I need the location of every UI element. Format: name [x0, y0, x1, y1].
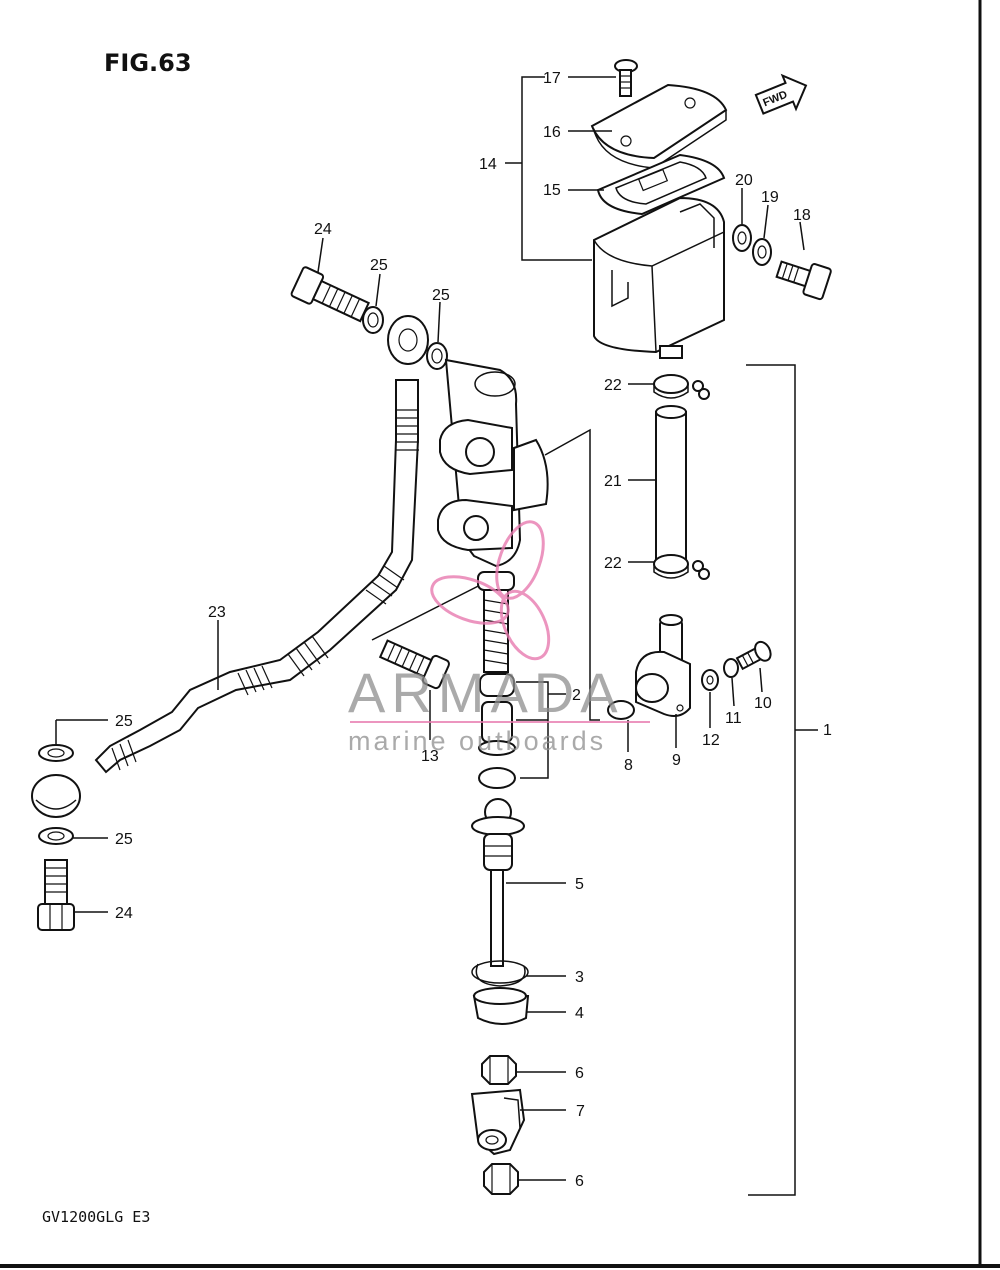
washer-25-b — [426, 342, 448, 370]
bolt-13 — [378, 639, 450, 690]
watermark-tagline: marine outboards — [348, 726, 606, 756]
master-cylinder-body — [437, 358, 549, 568]
model-code: GV1200GLG E3 — [42, 1208, 150, 1226]
bracket-1 — [746, 364, 796, 1196]
callout-5: 5 — [575, 876, 584, 893]
callout-25-c: 25 — [115, 713, 133, 730]
callout-10: 10 — [754, 695, 772, 712]
callout-16: 16 — [543, 124, 561, 141]
callout-14: 14 — [479, 156, 497, 173]
union-fitting-9 — [635, 614, 691, 717]
bolt-18 — [775, 260, 832, 301]
screw-10 — [735, 640, 772, 671]
washer-25-c — [38, 744, 74, 762]
banjo-bolt-24-top — [290, 266, 370, 323]
callout-21: 21 — [604, 473, 622, 490]
callout-25-d: 25 — [115, 831, 133, 848]
callout-24-top: 24 — [314, 221, 332, 238]
nut-6-lower — [483, 1163, 519, 1195]
banjo-fitting-top — [387, 315, 429, 365]
brake-hose-23 — [94, 379, 419, 774]
leader-lines — [55, 76, 805, 1181]
callout-9: 9 — [672, 752, 681, 769]
washer-19 — [752, 238, 772, 266]
reservoir-hose-21 — [655, 405, 687, 561]
push-rod-5 — [471, 798, 525, 967]
circlip-3 — [471, 960, 529, 987]
watermark-brand: ARMADA — [348, 661, 624, 724]
callout-11: 11 — [725, 710, 742, 727]
callout-20: 20 — [735, 172, 753, 189]
leader-cylinder-body — [544, 428, 600, 721]
fwd-arrow-icon: FWD — [754, 73, 808, 115]
callout-2: 2 — [572, 687, 581, 704]
callout-15: 15 — [543, 182, 561, 199]
callout-22-upper: 22 — [604, 377, 622, 394]
clamp-22-lower — [653, 554, 710, 580]
reservoir-cap-16 — [590, 83, 728, 160]
callout-8: 8 — [624, 757, 633, 774]
callout-17: 17 — [543, 70, 561, 87]
reservoir-body — [593, 196, 725, 354]
bracket-2 — [516, 681, 549, 779]
washer-25-a — [362, 306, 384, 334]
callout-18: 18 — [793, 207, 811, 224]
callout-13: 13 — [421, 748, 439, 765]
washer-25-d — [38, 827, 74, 845]
clamp-22-upper — [653, 374, 710, 400]
banjo-bolt-24-bottom — [37, 859, 75, 931]
callout-24-bottom: 24 — [115, 905, 133, 922]
lockwasher-11 — [723, 658, 739, 678]
callout-12: 12 — [702, 732, 720, 749]
callout-25-b: 25 — [432, 287, 450, 304]
callout-labels: 1 2 3 4 5 6 6 7 8 9 10 11 12 13 14 15 16… — [115, 70, 832, 1190]
clevis-7 — [470, 1088, 526, 1156]
banjo-fitting-bottom — [31, 774, 81, 818]
figure-title: FIG.63 — [104, 49, 192, 77]
reservoir-assembly — [590, 59, 728, 359]
callout-3: 3 — [575, 969, 584, 986]
bracket-14 — [521, 76, 592, 261]
callout-4: 4 — [575, 1005, 584, 1022]
watermark: ARMADA marine outboards — [348, 520, 650, 756]
nut-6-upper — [481, 1055, 517, 1085]
washer-12 — [701, 669, 719, 691]
screw-17 — [614, 59, 638, 97]
callout-19: 19 — [761, 189, 779, 206]
diaphragm-15 — [596, 153, 726, 216]
washer-20 — [732, 224, 752, 252]
callout-6-upper: 6 — [575, 1065, 584, 1082]
callout-6-lower: 6 — [575, 1173, 584, 1190]
callout-22-lower: 22 — [604, 555, 622, 572]
callout-25-a: 25 — [370, 257, 388, 274]
callout-7: 7 — [576, 1103, 585, 1120]
o-ring-8 — [607, 700, 635, 720]
callout-23: 23 — [208, 604, 226, 621]
armada-logo-icon — [430, 520, 551, 661]
callout-1: 1 — [823, 722, 832, 739]
